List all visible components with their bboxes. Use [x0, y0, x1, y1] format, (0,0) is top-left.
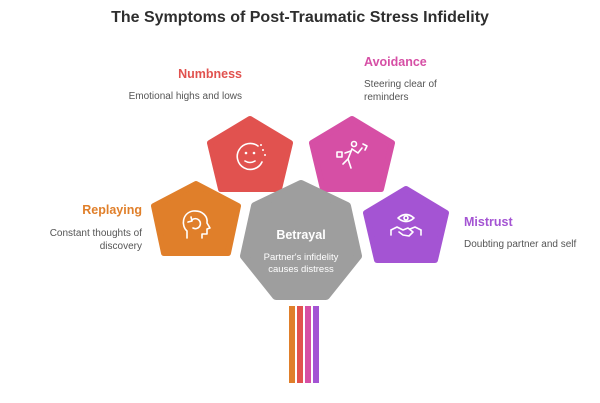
- numbness-label: Numbness: [178, 67, 242, 81]
- diagram-title: The Symptoms of Post-Traumatic Stress In…: [111, 9, 489, 26]
- stem-bar-orange: [289, 306, 295, 383]
- running-person-icon: [336, 140, 368, 169]
- eye-handshake-icon: [390, 213, 422, 237]
- center-title: Betrayal: [276, 228, 325, 242]
- stem-bar-red: [297, 306, 303, 383]
- betrayal-shape: Betrayal Partner's infidelity causes dis…: [240, 180, 362, 300]
- avoidance-label: Avoidance: [364, 55, 427, 69]
- head-refresh-icon: [182, 210, 211, 239]
- mistrust-description: Doubting partner and self: [464, 239, 577, 250]
- mistrust-shape: [363, 186, 449, 263]
- avoidance-shape: [309, 116, 395, 192]
- mistrust-label: Mistrust: [464, 215, 513, 229]
- stem-bars: [289, 306, 319, 383]
- replaying-shape: [151, 181, 241, 256]
- center-subtitle-line2: causes distress: [268, 264, 334, 275]
- replaying-description: Constant thoughts of discovery: [49, 228, 142, 252]
- stem-bar-purple: [313, 306, 319, 383]
- center-subtitle-line1: Partner's infidelity: [264, 252, 339, 263]
- numbness-shape: [207, 116, 293, 192]
- face-dots-icon: [236, 142, 266, 171]
- stem-bar-pink: [305, 306, 311, 383]
- avoidance-description: Steering clear of reminders: [364, 79, 437, 103]
- replaying-label: Replaying: [82, 203, 142, 217]
- numbness-description: Emotional highs and lows: [128, 91, 242, 102]
